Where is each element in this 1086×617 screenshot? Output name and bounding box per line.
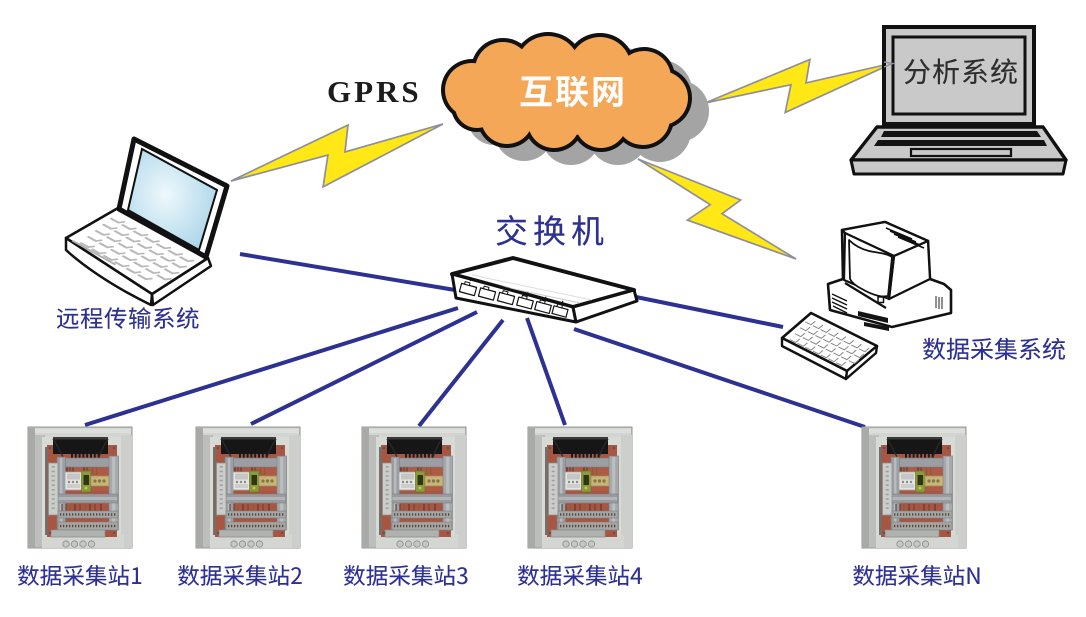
svg-text:GPRS: GPRS <box>327 74 422 109</box>
